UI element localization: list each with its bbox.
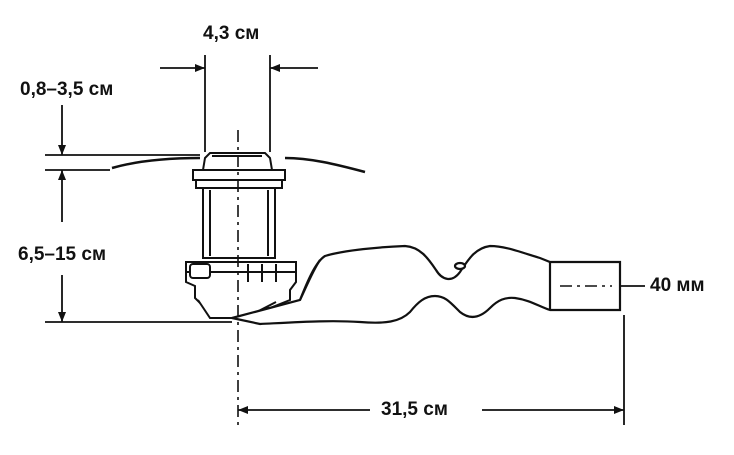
label-body-height: 6,5–15 см [18,244,107,265]
label-top-width: 4,3 см [203,23,260,44]
label-adjust-height: 0,8–3,5 см [20,79,114,100]
drain-housing [185,261,297,319]
label-outlet-length: 31,5 см [381,399,448,420]
floor-line [111,156,366,174]
dim-adjust-height [45,105,200,222]
dim-top-width [160,55,318,152]
dim-body-height [45,275,232,323]
dim-outlet-length [238,315,625,425]
label-pipe-diameter: 40 мм [650,275,705,296]
drain-riser [202,187,276,259]
drain-outlet-pipe [231,244,622,326]
drain-cap [192,152,286,189]
